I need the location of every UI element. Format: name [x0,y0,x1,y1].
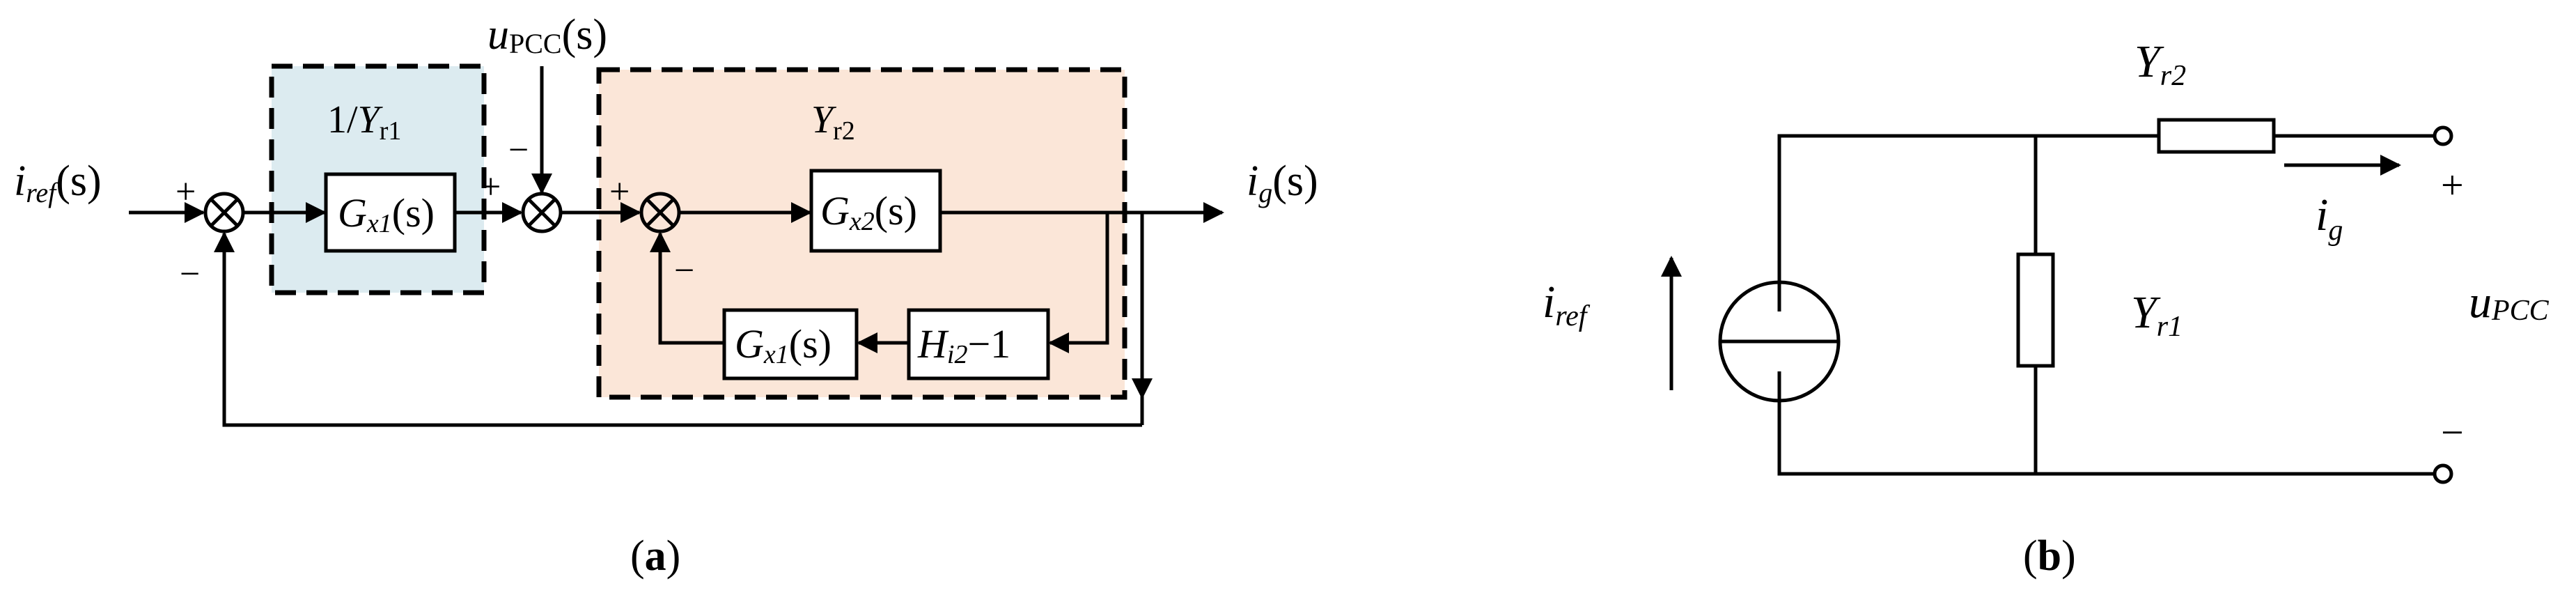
region-yr2-border [596,67,1127,400]
svg-text:Gx1(s): Gx1(s) [338,190,435,238]
sign-minus-3: − [674,251,694,291]
caption-b: (b) [2023,532,2076,580]
panel-a: 1/Yr1 Yr2 iref(s) + − + − + − Gx1 [14,11,1318,580]
sum-junction-1 [203,192,245,233]
yr1-label: Yr1 [2131,287,2183,343]
wire-inner-fb-up [650,231,724,345]
sum-junction-2 [521,192,563,233]
sign-plus-1: + [175,172,196,212]
region2-label: Yr2 [811,98,855,146]
current-source [1718,280,1841,403]
plus-terminal: + [2441,162,2464,208]
svg-text:Gx1(s): Gx1(s) [735,321,832,369]
panel-b: iref Yr1 Yr2 ig + − uPCC (b) [1543,36,2550,580]
input-label: iref(s) [14,157,102,208]
block-hi2-minus-1: Hi2−1 [907,308,1050,380]
wire-top-left [1777,134,2159,311]
sign-plus-3: + [609,172,630,212]
source-label: iref [1543,277,1591,332]
block-gx1-feedback: Gx1(s) [722,308,859,380]
upcc-label: uPCC [2469,277,2550,328]
resistor-yr2 [2157,118,2276,154]
yr2-label: Yr2 [2134,36,2186,92]
region1-label: 1/Yr1 [327,98,401,146]
output-label: ig(s) [1247,157,1318,208]
terminal-bottom [2433,463,2453,484]
sign-plus-2: + [481,167,501,207]
block-gx1: Gx1(s) [324,172,457,253]
minus-terminal: − [2441,410,2464,455]
svg-text:Hi2−1: Hi2−1 [917,321,1010,369]
disturbance-label: uPCC(s) [487,11,607,59]
block-gx2: Gx2(s) [809,169,942,253]
ig-label: ig [2316,190,2343,247]
svg-text:Gx2(s): Gx2(s) [820,188,917,236]
wire-outer-fb [214,231,1142,427]
wire-bottom [1777,371,2434,476]
resistor-yr1 [2016,252,2055,368]
region-inverse-yr1-border [269,63,487,295]
terminal-top [2433,125,2453,146]
caption-a: (a) [630,532,680,580]
sign-minus-2: − [508,130,529,170]
sign-minus-1: − [180,254,200,294]
wire-inner-fb-down [1048,213,1109,353]
